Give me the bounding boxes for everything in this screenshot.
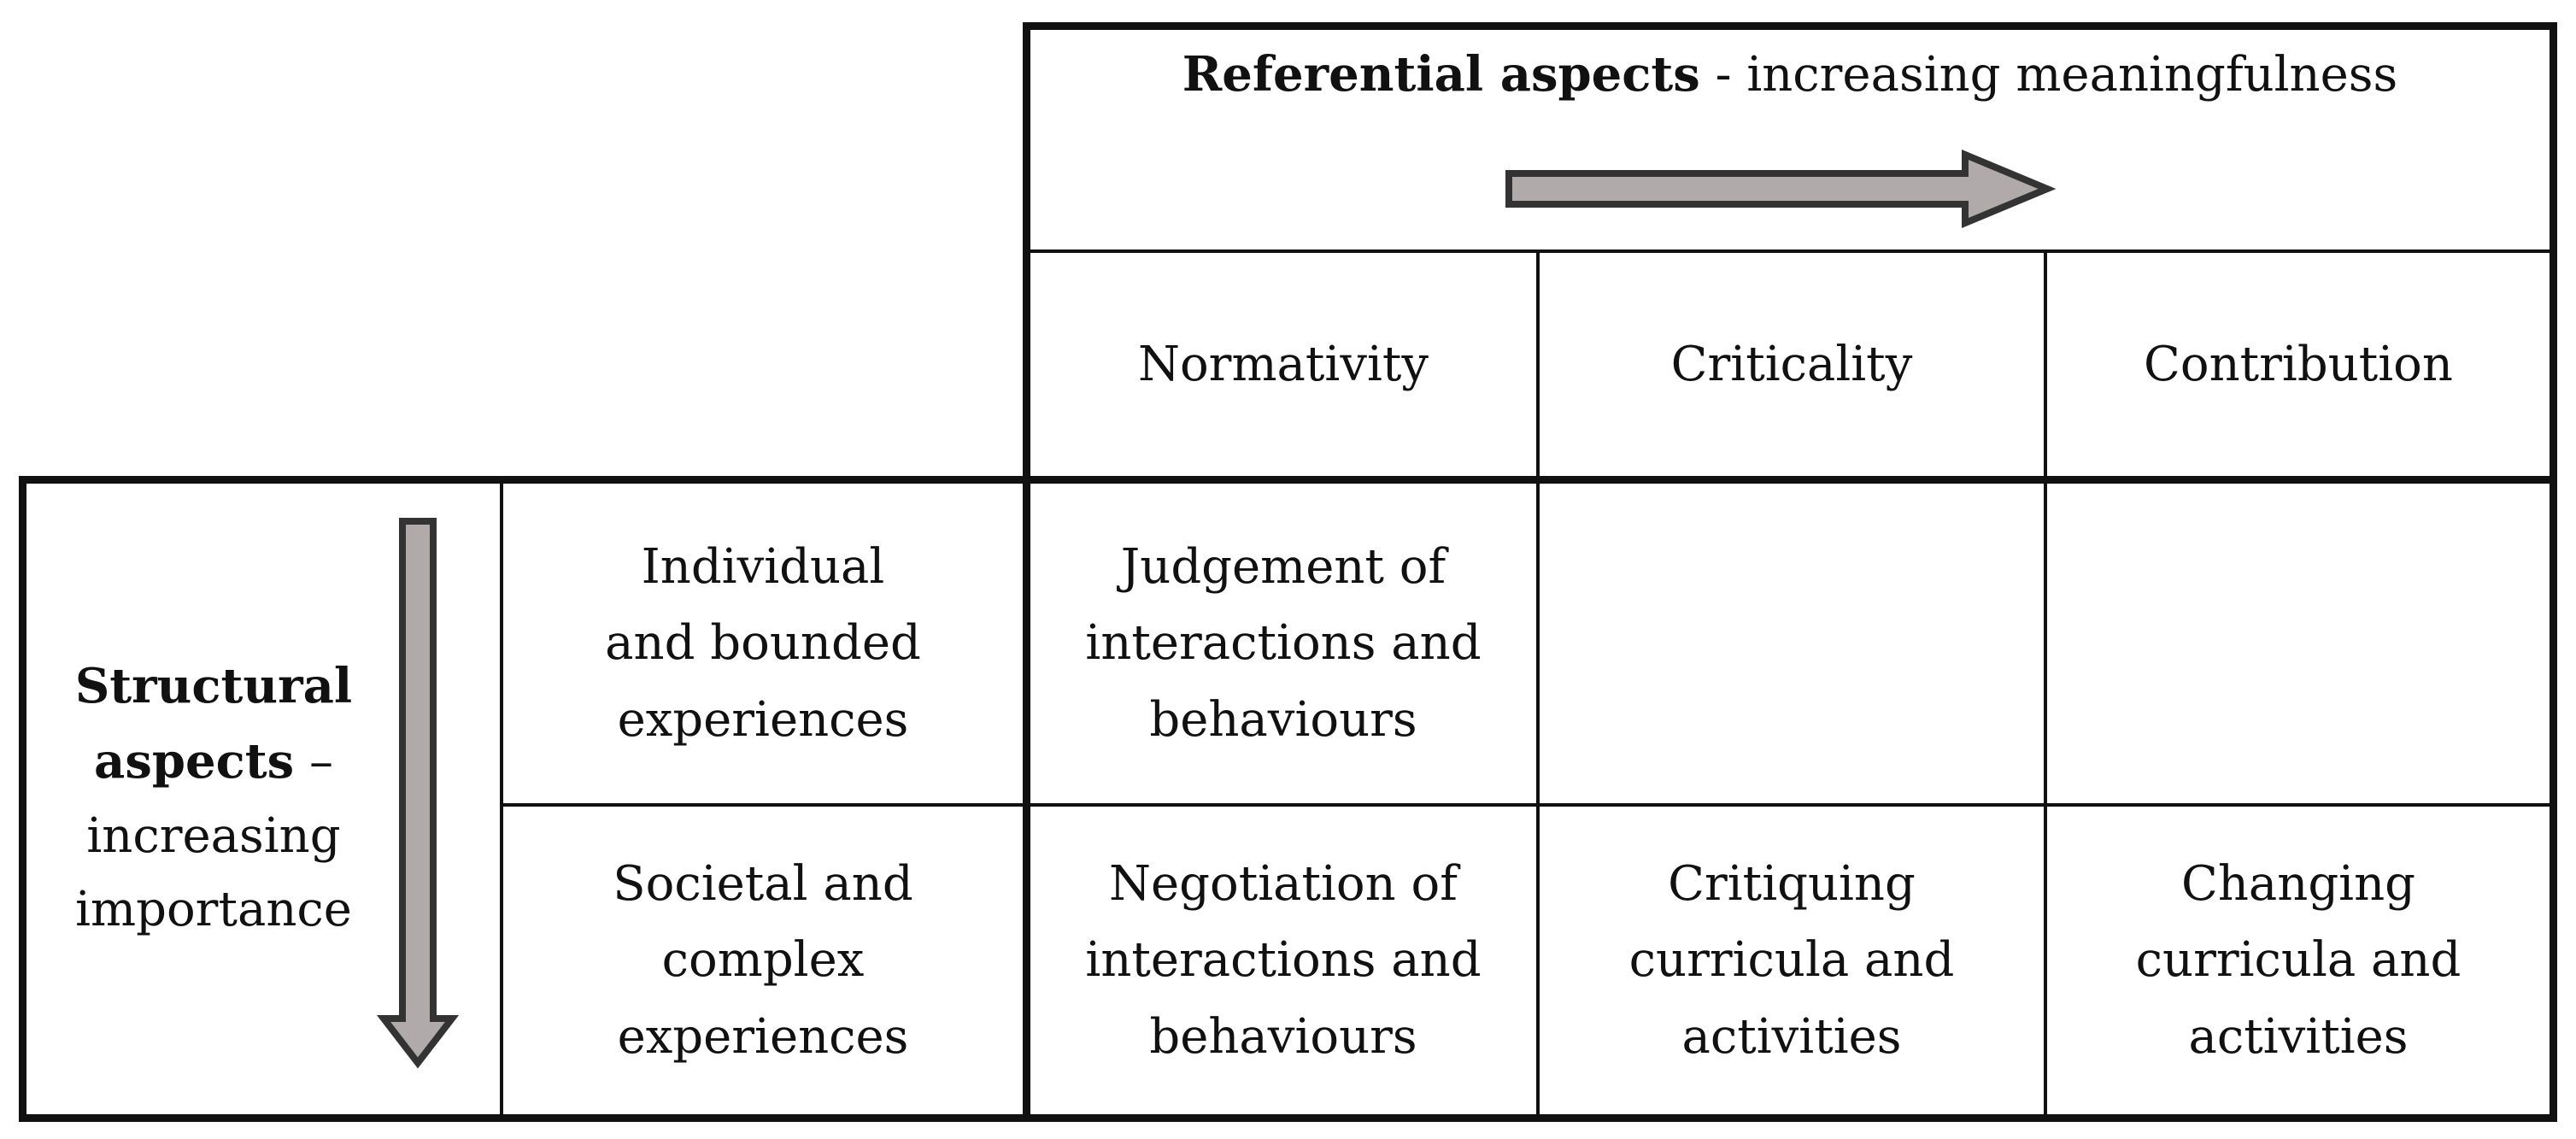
matrix-divider [1023,476,1030,1122]
column-separator-2 [2044,251,2047,1114]
column-header-normativity: Normativity [1137,336,1429,392]
referential-title-bold: Referential aspects [1182,46,1700,103]
structural-label-line4: importance [75,882,352,938]
referential-title: Referential aspects - increasing meaning… [1030,36,2550,113]
cell-changing: Changing curricula and activities [2135,855,2462,1065]
column-separator-1 [1536,251,1540,1114]
label-separator [500,484,503,1114]
structural-label-bold-2: aspects [94,732,295,790]
down-arrow-icon [376,518,460,1069]
structural-frame [19,476,2557,1122]
row-label-individual: Individual and bounded experiences [605,538,921,748]
cell-critiquing: Critiquing curricula and activities [1628,855,1955,1065]
referential-title-rest: - increasing meaningfulness [1699,47,2398,103]
title-separator [1030,250,2550,253]
structural-label-dash: – [294,733,333,790]
cell-negotiation: Negotiation of interactions and behaviou… [1085,855,1482,1065]
row-separator [502,803,2550,807]
column-header-criticality: Criticality [1670,336,1913,392]
cell-judgement: Judgement of interactions and behaviours [1085,538,1482,748]
cell-empty-criticality [1540,484,2044,803]
row-label-societal: Societal and complex experiences [613,855,913,1065]
column-header-contribution: Contribution [2144,336,2453,392]
structural-label: Structural aspects – increasing importan… [34,649,393,948]
structural-label-line3: increasing [86,807,341,864]
structural-label-bold-1: Structural [74,658,353,714]
right-arrow-icon [1505,150,2057,228]
cell-empty-contribution [2047,484,2550,803]
